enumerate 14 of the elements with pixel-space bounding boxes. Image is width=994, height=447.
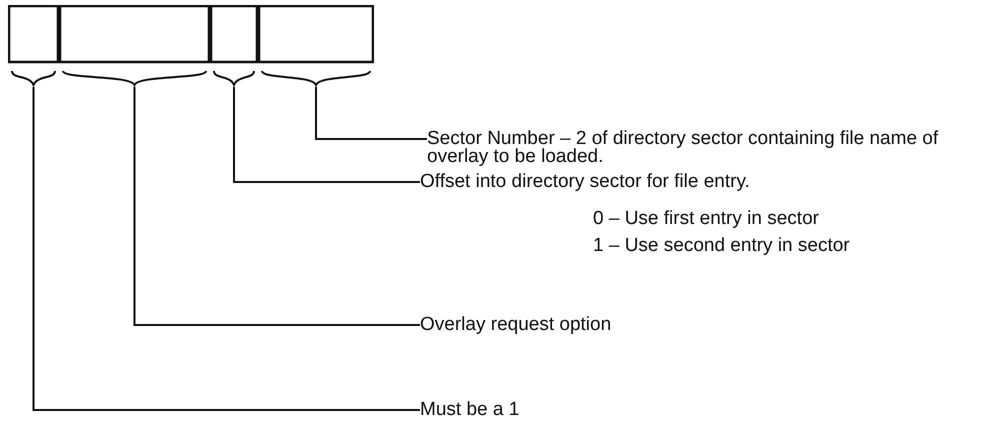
register-field — [59, 5, 210, 87]
annotation-text: Must be a 1 — [420, 401, 720, 419]
annotation-text: Overlay request option — [420, 316, 820, 334]
leader-line — [32, 87, 420, 411]
annotation-text: Sector Number – 2 of directory sector containing file name of overlay to be loaded. — [427, 130, 992, 166]
register-field — [8, 5, 59, 87]
register-field — [210, 5, 258, 87]
register-field — [258, 5, 374, 87]
leader-line — [315, 87, 427, 140]
leader-line — [134, 87, 420, 326]
annotation-text: Offset into directory sector for file entry. — [420, 173, 940, 191]
option-text: 0 – Use first entry in sector — [593, 208, 819, 230]
option-text: 1 – Use second entry in sector — [593, 235, 850, 257]
leader-line — [233, 87, 420, 183]
